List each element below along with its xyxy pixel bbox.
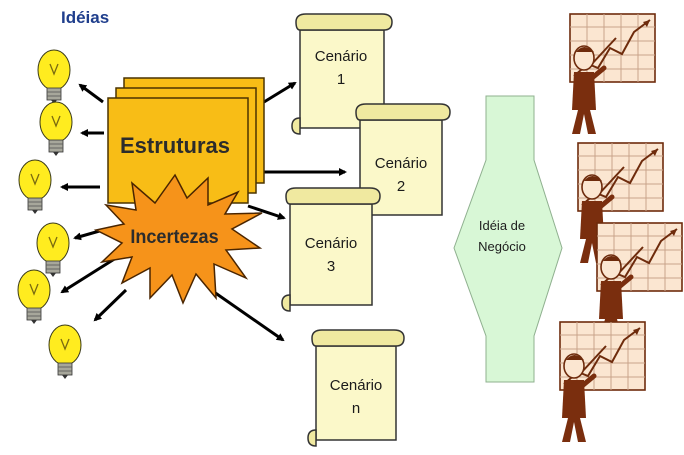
- scenario-scrolls: [281, 13, 451, 447]
- scenario-name: Cenário: [329, 377, 383, 394]
- business-idea-line1: Idéia de: [478, 218, 526, 233]
- arrow-to-scenario-n: [213, 290, 285, 342]
- business-idea-label: Idéia de Negócio: [452, 215, 552, 257]
- scenario-name: Cenário: [314, 48, 368, 65]
- scroll-icon: [281, 187, 381, 312]
- arrow-to-bulb-5: [60, 256, 117, 294]
- uncertainties-starburst: [93, 173, 263, 305]
- lightbulb-icon: [36, 222, 70, 278]
- arrows: [60, 81, 347, 342]
- arrow-to-scenario-3: [247, 204, 286, 220]
- arrow-to-bulb-1: [78, 83, 104, 104]
- scenario-3-label: Cenário 3: [292, 232, 370, 278]
- uncertainties-label: Incertezas: [130, 227, 219, 248]
- lightbulb-icon: [17, 269, 51, 325]
- business-idea-line2: Negócio: [478, 239, 526, 254]
- scenario-number: 3: [326, 258, 336, 275]
- lightbulb-icon: [18, 159, 52, 215]
- lightbulb-icon: [48, 324, 82, 380]
- scenario-number: 2: [396, 178, 406, 195]
- scenario-number: 1: [336, 71, 346, 88]
- arrow-to-bulb-6: [93, 288, 128, 322]
- ideas-title: Idéias: [61, 8, 110, 27]
- scenario-number: n: [351, 400, 361, 417]
- business-idea-arrow: [453, 95, 563, 383]
- scenario-1-label: Cenário 1: [302, 45, 380, 91]
- scenario-2-label: Cenário 2: [362, 152, 440, 198]
- lightbulb-icon: [39, 101, 73, 157]
- arrow-to-scenario-1: [263, 81, 297, 104]
- scenario-name: Cenário: [374, 155, 428, 172]
- scenario-n-label: Cenário n: [318, 374, 394, 420]
- scenario-name: Cenário: [304, 235, 358, 252]
- presenters: [560, 14, 682, 442]
- scroll-icon: [307, 329, 405, 447]
- lightbulb-icon: [37, 49, 71, 105]
- presenter-chart-icon: [570, 14, 655, 134]
- structures-label: Estruturas: [120, 133, 231, 158]
- ideas-bulbs: [17, 49, 82, 380]
- presenter-chart-icon: [560, 322, 645, 442]
